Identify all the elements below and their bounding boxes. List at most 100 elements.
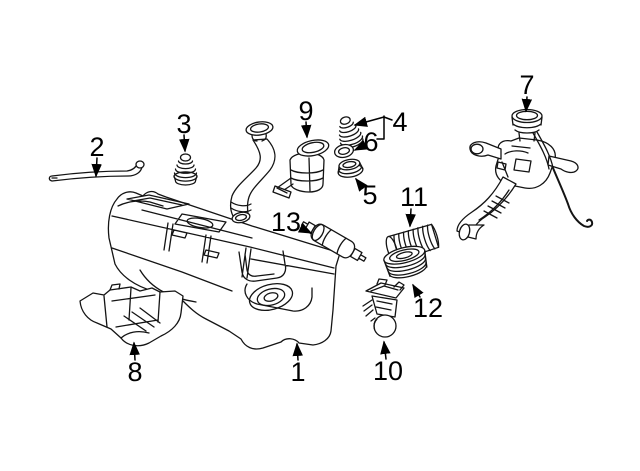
callout-13-label: 13 xyxy=(271,207,301,237)
bellows-ribs xyxy=(393,223,440,261)
heat-shield-drawing xyxy=(79,283,184,347)
callout-2-arrow xyxy=(91,157,102,178)
valve-plate-details xyxy=(370,278,405,292)
callout-1-arrow xyxy=(292,342,303,361)
callout-13-arrow xyxy=(297,222,313,234)
cone-seal-drawing xyxy=(338,116,364,149)
bumper-ribs xyxy=(173,160,198,179)
callout-3-label: 3 xyxy=(176,109,191,139)
fuel-tank-detail-lines xyxy=(111,194,335,312)
locking-cap-drawing xyxy=(337,158,364,178)
callout-5-label: 5 xyxy=(362,180,377,210)
valve-body-details xyxy=(362,299,393,317)
callout-6-label: 6 xyxy=(363,127,378,157)
neck-support-rod xyxy=(552,167,594,228)
callout-9-arrow xyxy=(300,121,312,139)
filler-tube-flange-inner xyxy=(249,123,270,133)
filter-body xyxy=(310,223,356,259)
callout-13: 13 xyxy=(271,207,313,237)
seal-ring-outer xyxy=(333,143,355,159)
valve-knob xyxy=(373,314,397,338)
bumper-drawing xyxy=(173,153,198,186)
callout-9-label: 9 xyxy=(298,96,313,126)
strap-band xyxy=(48,163,143,182)
ring-top xyxy=(383,245,426,265)
fuel-pump-ring-inner xyxy=(263,292,279,302)
cone-top-knob xyxy=(339,116,351,125)
callout-2-label: 2 xyxy=(89,132,104,162)
callout-4-label: 4 xyxy=(392,107,407,137)
ring-stacked-ribs xyxy=(384,253,428,279)
callout-3: 3 xyxy=(176,109,192,153)
ribbed-ring-drawing xyxy=(383,245,428,279)
seal-ring-inner xyxy=(337,147,351,155)
fuel-tank-drawing xyxy=(107,190,341,350)
pump-canister-bands xyxy=(290,157,324,192)
cone-ribs xyxy=(338,121,364,149)
filter-bands xyxy=(321,229,347,255)
fuel-tank-access-oval xyxy=(186,217,214,229)
callout-3-arrow xyxy=(179,134,190,153)
callout-11: 11 xyxy=(400,182,428,228)
neck-vent-tube xyxy=(532,131,554,170)
filler-tube-pipe xyxy=(229,138,276,220)
filler-tube-collar-lines xyxy=(230,201,252,213)
valve-knob-details xyxy=(370,317,378,330)
bumper-base-lines xyxy=(173,176,198,186)
callout-12-arrow xyxy=(412,283,424,299)
vent-valve-drawing xyxy=(362,278,405,338)
callout-2: 2 xyxy=(89,132,105,178)
callout-8-arrow xyxy=(129,341,140,361)
bumper-base xyxy=(173,171,198,182)
neck-right-wing xyxy=(547,155,579,174)
fuel-pump-drawing xyxy=(272,139,330,199)
fuel-pump-ring-outer xyxy=(248,283,294,311)
callout-4: 4 xyxy=(353,107,408,140)
cap-top-inner xyxy=(342,160,357,169)
fuel-pump-ring-mid xyxy=(256,287,286,307)
pump-flange-inner xyxy=(301,141,325,154)
neck-hose-ribs xyxy=(478,189,510,221)
shield-outline xyxy=(79,286,184,347)
pump-flange xyxy=(296,139,330,157)
neck-left-arm xyxy=(469,141,502,160)
callout-11-label: 11 xyxy=(400,182,428,212)
neck-body-details xyxy=(496,145,532,178)
bumper-top-knob xyxy=(179,153,192,162)
callout-6-arrow xyxy=(353,139,369,151)
pump-bracket-tab xyxy=(272,185,292,199)
callout-7: 7 xyxy=(519,70,535,113)
filler-neck-drawing xyxy=(456,108,594,241)
callout-7-arrow xyxy=(521,96,533,113)
filler-tube-neck-lines xyxy=(251,133,267,142)
callout-1-label: 1 xyxy=(290,357,305,387)
callout-5-arrow xyxy=(355,177,368,192)
callout-1: 1 xyxy=(290,342,306,387)
pump-bracket-tab-line xyxy=(276,187,288,194)
ring-top-mid xyxy=(389,248,420,263)
strap-hook-knob xyxy=(135,160,145,169)
neck-hose-opening xyxy=(458,223,471,241)
callout-7-label: 7 xyxy=(519,70,534,100)
filler-tube-flange xyxy=(245,121,274,136)
seal-ring-drawing xyxy=(333,143,355,159)
neck-cap-ribs xyxy=(511,116,543,142)
callout-8: 8 xyxy=(127,341,143,387)
callout-8-label: 8 xyxy=(127,357,142,387)
neck-left-arm-tip xyxy=(470,143,484,155)
callout-12-label: 12 xyxy=(413,293,443,323)
callout-4-arrow xyxy=(353,116,385,127)
filler-tube-drawing xyxy=(229,121,276,224)
tank-strap-drawing xyxy=(48,160,145,182)
ring-top-inner xyxy=(395,251,413,260)
callout-11-arrow xyxy=(405,208,416,228)
filter-end-cap xyxy=(311,223,325,242)
callout-10: 10 xyxy=(373,340,403,386)
callout-10-label: 10 xyxy=(373,356,403,386)
callout-4-bracket xyxy=(376,115,393,140)
callout-10-arrow xyxy=(380,340,391,360)
shield-detail-lines xyxy=(103,283,161,339)
callout-5: 5 xyxy=(355,177,378,210)
